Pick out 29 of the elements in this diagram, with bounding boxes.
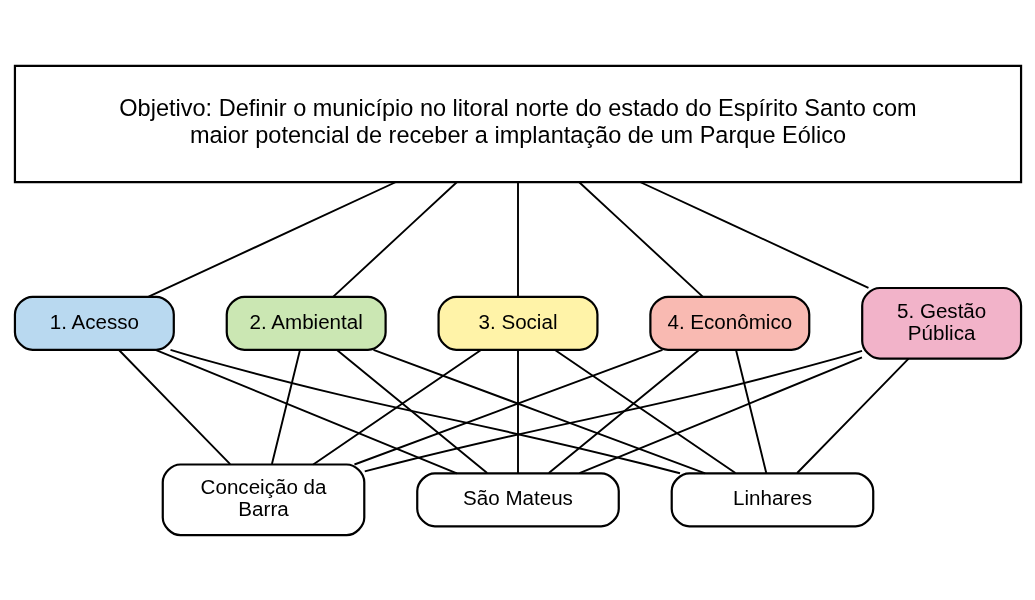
node-box: Conceição da Barra <box>161 462 365 536</box>
connector <box>516 180 519 298</box>
node-box: 5. Gestão Pública <box>860 286 1022 360</box>
connector <box>353 348 663 465</box>
connector <box>734 348 767 474</box>
connector <box>147 180 396 298</box>
node-box: 1. Acesso <box>13 295 175 351</box>
node-box: 3. Social <box>436 295 599 351</box>
connector <box>795 357 910 474</box>
node-box: Linhares <box>670 471 874 527</box>
node-box: Objetivo: Definir o município no litoral norte do estado do Espírito Santo com maior potencial de receber a implantação de um Parque Eólico <box>13 64 1022 183</box>
node-box: 2. Ambiental <box>225 295 387 351</box>
connector <box>639 180 869 289</box>
connector <box>553 348 736 474</box>
connector <box>363 349 863 472</box>
connector <box>372 348 706 474</box>
connector <box>335 348 488 474</box>
connector <box>311 348 482 465</box>
connector <box>270 348 301 465</box>
connector <box>331 180 458 298</box>
connector <box>516 348 519 474</box>
connector <box>577 180 704 298</box>
connector <box>578 355 863 474</box>
node-box: São Mateus <box>415 471 620 527</box>
connector <box>154 348 458 474</box>
connector <box>117 348 231 465</box>
connector <box>169 348 681 474</box>
connector <box>547 348 700 474</box>
node-box: 4. Econômico <box>648 295 810 351</box>
